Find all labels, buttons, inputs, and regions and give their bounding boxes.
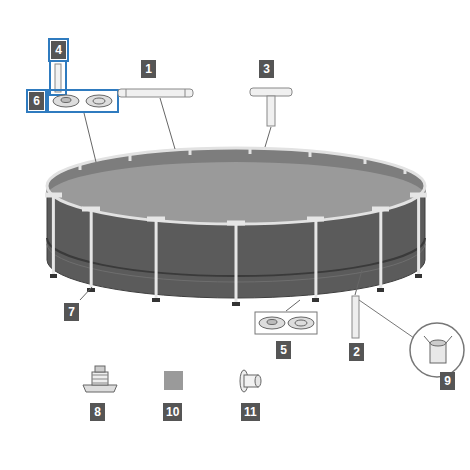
callout-number: 11 (241, 403, 260, 421)
callout-number: 9 (440, 372, 455, 390)
callout-number: 8 (90, 403, 105, 421)
callout-number: 10 (163, 403, 182, 421)
callout-number: 7 (64, 303, 79, 321)
callout-number: 6 (29, 92, 44, 110)
callout-number: 2 (349, 343, 364, 361)
callout-number: 5 (276, 341, 291, 359)
callout-number: 3 (259, 60, 274, 78)
callout-number: 4 (51, 41, 66, 59)
callout-number: 1 (141, 60, 156, 78)
